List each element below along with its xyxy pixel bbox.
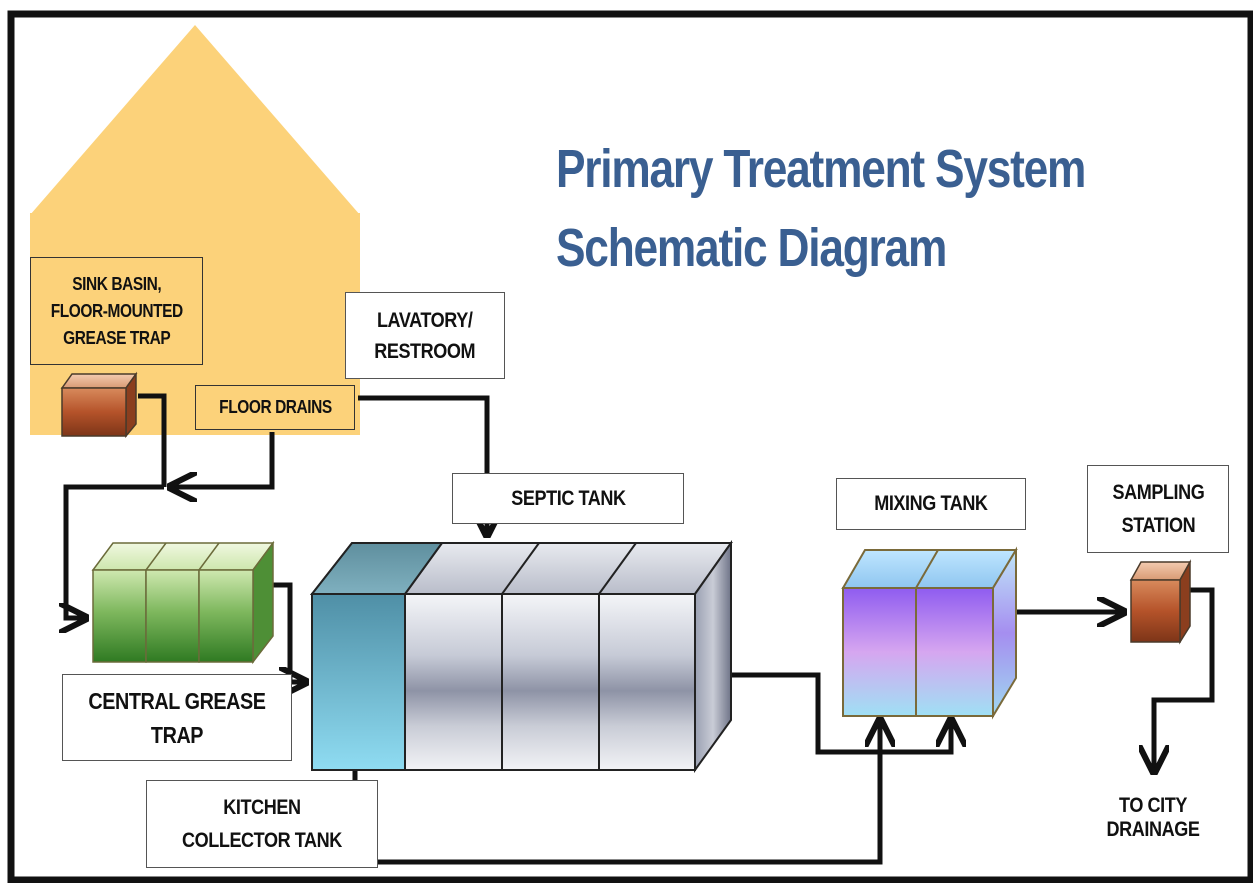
- sink-grease-trap-unit: [60, 371, 138, 439]
- label-kitchen-collector-tank: KITCHEN COLLECTOR TANK: [146, 780, 378, 868]
- grease-trap-top-face: [91, 542, 275, 571]
- label-mixing-tank: MIXING TANK: [836, 478, 1026, 530]
- label-floor-drains: FLOOR DRAINS: [195, 385, 355, 430]
- sink-trap-front-face: [61, 387, 127, 437]
- sampling-front-face: [1130, 579, 1181, 643]
- mixing-tank-cell-1: [842, 587, 917, 717]
- label-septic-tank: SEPTIC TANK: [452, 473, 684, 524]
- pipe-grease-trap-to-septic: [272, 582, 306, 682]
- collector-tank-top: [309, 542, 444, 595]
- grease-trap-cell-3: [198, 569, 254, 663]
- mixing-tank-unit: [841, 546, 1018, 720]
- mixing-tank-top-face: [841, 549, 1018, 589]
- septic-top-divider-2: [501, 542, 540, 595]
- pipe-junction-to-grease-trap: [66, 484, 164, 618]
- sampling-station-unit: [1129, 559, 1192, 645]
- pipe-floor-drains-to-junction: [170, 432, 275, 487]
- grease-trap-top-divider-2: [198, 542, 220, 571]
- pipe-sampling-to-drainage: [1154, 587, 1215, 772]
- building-roof: [30, 25, 360, 215]
- label-sink-basin: SINK BASIN, FLOOR-MOUNTED GREASE TRAP: [30, 257, 203, 365]
- label-sampling-station: SAMPLING STATION: [1087, 465, 1229, 553]
- mixing-tank-cell-2: [915, 587, 994, 717]
- pipe-sink-to-junction: [138, 393, 167, 487]
- septic-tank-unit: [309, 539, 733, 774]
- pipe-septic-to-mixing: [724, 672, 951, 755]
- grease-trap-cell-2: [145, 569, 200, 663]
- grease-trap-top-divider-1: [145, 542, 167, 571]
- label-to-city-drainage: TO CITY DRAINAGE: [1106, 794, 1200, 841]
- label-central-grease-trap: CENTRAL GREASE TRAP: [62, 674, 292, 761]
- title-line-2: Schematic Diagram: [556, 218, 947, 278]
- label-lavatory: LAVATORY/ RESTROOM: [345, 292, 505, 379]
- sink-trap-top-face: [60, 373, 138, 389]
- septic-chamber-3: [598, 593, 696, 771]
- septic-chamber-1: [404, 593, 503, 771]
- central-grease-trap-unit: [91, 540, 275, 665]
- collector-tank-front: [311, 593, 406, 771]
- outer-frame: [7, 10, 1253, 883]
- septic-chamber-2: [501, 593, 600, 771]
- title-line-1: Primary Treatment System: [556, 139, 1086, 199]
- septic-top-divider-3: [598, 542, 637, 595]
- mixing-top-divider: [915, 549, 939, 589]
- grease-trap-cell-1: [92, 569, 147, 663]
